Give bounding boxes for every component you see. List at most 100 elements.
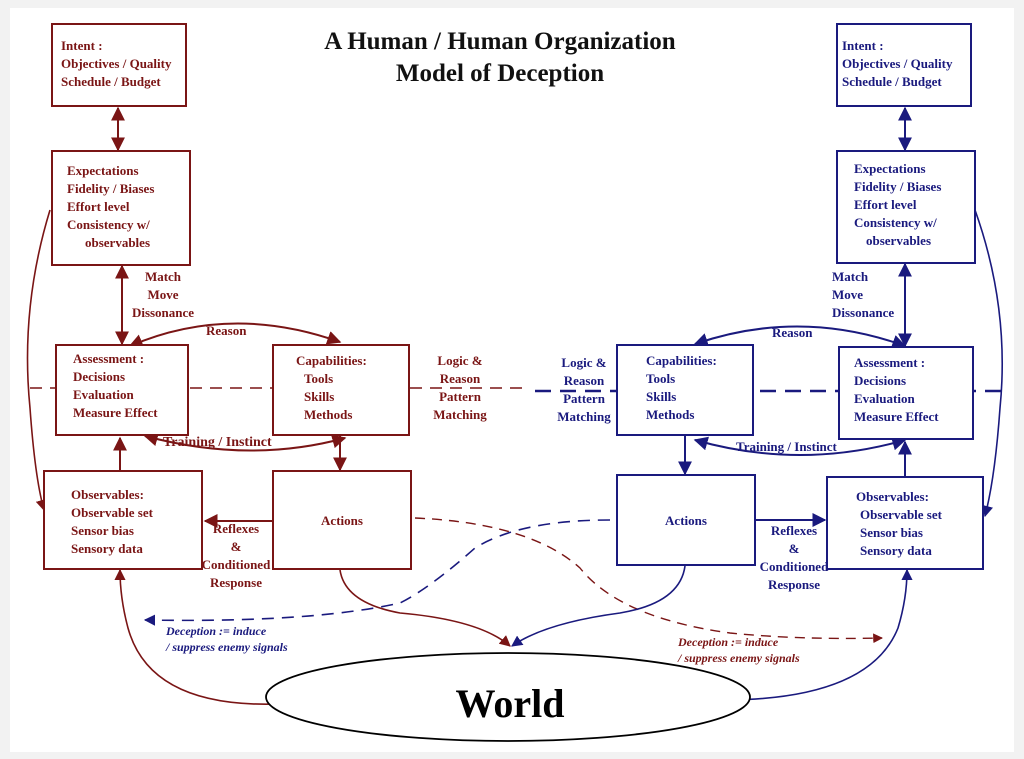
diagram-title: A Human / Human Organization Model of De… <box>310 26 690 90</box>
intent-title: Intent : <box>842 38 884 53</box>
logic-labels-left: Logic & Reason Pattern Matching <box>420 352 500 424</box>
expectations-line: observables <box>85 235 150 250</box>
intent-box-right: Intent : Objectives / Quality Schedule /… <box>836 23 972 107</box>
capabilities-title: Capabilities: <box>296 353 367 368</box>
dissonance-label: Dissonance <box>131 305 195 320</box>
reflex-labels-right: Reflexes & Conditioned Response <box>754 522 834 594</box>
deception-label-left: Deception := induce / suppress enemy sig… <box>166 623 288 655</box>
pattern-label: Pattern <box>563 391 605 406</box>
actions-title: Actions <box>665 513 707 528</box>
arrow-reason-right <box>693 325 907 349</box>
arrow-world-observables-right <box>729 568 913 701</box>
observables-line: Sensory data <box>71 541 143 556</box>
deception-dashed-red <box>414 517 883 644</box>
pattern-label: Pattern <box>439 389 481 404</box>
expectations-line: Expectations <box>854 161 926 176</box>
expectations-line: Effort level <box>67 199 130 214</box>
arrow-actions-world-left <box>339 569 511 647</box>
expectations-line: Consistency w/ <box>854 215 937 230</box>
intent-line: Schedule / Budget <box>61 74 161 89</box>
assessment-line: Evaluation <box>854 391 915 406</box>
deception-line: Deception := induce <box>678 635 779 649</box>
capabilities-line: Skills <box>646 389 677 404</box>
expectations-line: Fidelity / Biases <box>67 181 155 196</box>
reason-sub-label: Reason <box>439 371 481 386</box>
assessment-title: Assessment : <box>854 355 926 370</box>
deception-line: / suppress enemy signals <box>166 640 288 654</box>
capabilities-title: Capabilities: <box>646 353 717 368</box>
capabilities-line: Tools <box>646 371 676 386</box>
capabilities-line: Methods <box>304 407 353 422</box>
deception-line: / suppress enemy signals <box>678 651 800 665</box>
conditioned-label: Conditioned <box>201 557 271 572</box>
observables-line: Sensor bias <box>71 523 134 538</box>
expectations-line: observables <box>866 233 931 248</box>
expectations-box-left: Expectations Fidelity / Biases Effort le… <box>51 150 191 266</box>
capabilities-line: Tools <box>304 371 334 386</box>
expectations-line: Consistency w/ <box>67 217 150 232</box>
training-label-right: Training / Instinct <box>736 439 837 454</box>
arrow-actions-world-right <box>511 565 686 647</box>
match-label: Match <box>144 269 182 284</box>
reason-label-right: Reason <box>772 325 813 340</box>
observables-line: Sensor bias <box>860 525 923 540</box>
intent-box-left: Intent : Objectives / Quality Schedule /… <box>51 23 187 107</box>
capabilities-line: Methods <box>646 407 695 422</box>
observables-line: Sensory data <box>860 543 932 558</box>
diagram-canvas: A Human / Human Organization Model of De… <box>10 8 1014 752</box>
matching-label: Matching <box>433 407 487 422</box>
arrow-expectations-observables-left <box>26 209 51 512</box>
capabilities-line: Skills <box>304 389 335 404</box>
deception-label-right: Deception := induce / suppress enemy sig… <box>678 634 800 666</box>
assessment-line: Measure Effect <box>854 409 939 424</box>
response-label: Response <box>767 577 820 592</box>
intent-title: Intent : <box>61 38 103 53</box>
logic-label: Logic & <box>561 355 607 370</box>
arrow-training-right <box>693 436 907 456</box>
reflexes-label: Reflexes <box>212 521 260 536</box>
observables-line: Observable set <box>860 507 942 522</box>
arrow-reason-left <box>128 322 342 348</box>
conditioned-label: Conditioned <box>759 559 829 574</box>
assessment-title: Assessment : <box>73 351 145 366</box>
reflex-labels-left: Reflexes & Conditioned Response <box>196 520 276 592</box>
actions-box-left: Actions <box>272 470 412 570</box>
deception-line: Deception := induce <box>166 624 267 638</box>
title-line-1: A Human / Human Organization <box>324 28 676 55</box>
match-labels-right: Match Move Dissonance <box>832 268 894 322</box>
reason-label-left: Reason <box>206 323 247 338</box>
move-label: Move <box>147 287 179 302</box>
observables-title: Observables: <box>71 487 144 502</box>
assessment-line: Evaluation <box>73 387 134 402</box>
reason-sub-label: Reason <box>563 373 605 388</box>
assessment-line: Decisions <box>73 369 125 384</box>
intent-line: Schedule / Budget <box>842 74 942 89</box>
logic-labels-right: Logic & Reason Pattern Matching <box>546 354 622 426</box>
assessment-box-left: Assessment : Decisions Evaluation Measur… <box>55 344 189 436</box>
move-label: Move <box>832 287 864 302</box>
observables-title: Observables: <box>856 489 929 504</box>
training-label-left: Training / Instinct <box>163 435 272 450</box>
world-label: World <box>455 681 565 726</box>
assessment-line: Decisions <box>854 373 906 388</box>
capabilities-box-left: Capabilities: Tools Skills Methods <box>272 344 410 436</box>
deception-dashed-blue <box>143 519 611 626</box>
intent-line: Objectives / Quality <box>842 56 953 71</box>
arrow-training-left <box>143 432 347 452</box>
actions-box-right: Actions <box>616 474 756 566</box>
expectations-box-right: Expectations Fidelity / Biases Effort le… <box>836 150 976 264</box>
reflexes-label: Reflexes <box>770 523 818 538</box>
assessment-line: Measure Effect <box>73 405 158 420</box>
expectations-line: Expectations <box>67 163 139 178</box>
dissonance-label: Dissonance <box>832 305 895 320</box>
response-label: Response <box>209 575 262 590</box>
observables-box-right: Observables: Observable set Sensor bias … <box>826 476 984 570</box>
logic-label: Logic & <box>437 353 483 368</box>
expectations-line: Fidelity / Biases <box>854 179 942 194</box>
capabilities-box-right: Capabilities: Tools Skills Methods <box>616 344 754 436</box>
matching-label: Matching <box>557 409 611 424</box>
world-ellipse <box>265 652 751 742</box>
arrow-world-observables-left <box>114 568 279 705</box>
observables-box-left: Observables: Observable set Sensor bias … <box>43 470 203 570</box>
and-label: & <box>788 541 800 556</box>
